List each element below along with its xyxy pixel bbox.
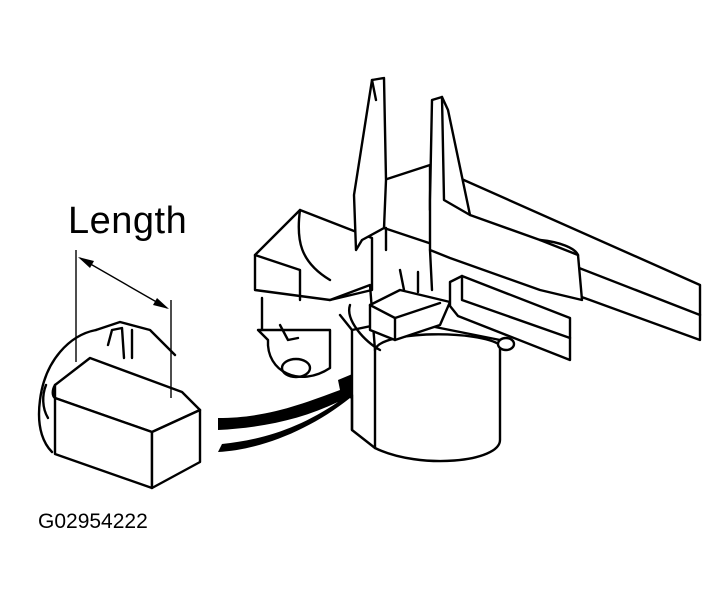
figure-code: G02954222 <box>38 510 148 533</box>
dimension-arrowhead-right <box>153 298 169 309</box>
brush-holder <box>253 208 502 463</box>
length-dimension <box>75 250 172 398</box>
brush-closeup <box>37 320 202 490</box>
dimension-arrowhead-left <box>78 257 94 268</box>
arrow <box>218 360 386 452</box>
length-label: Length <box>68 200 188 242</box>
dimension-line <box>79 257 168 309</box>
vernier-caliper <box>352 76 702 362</box>
